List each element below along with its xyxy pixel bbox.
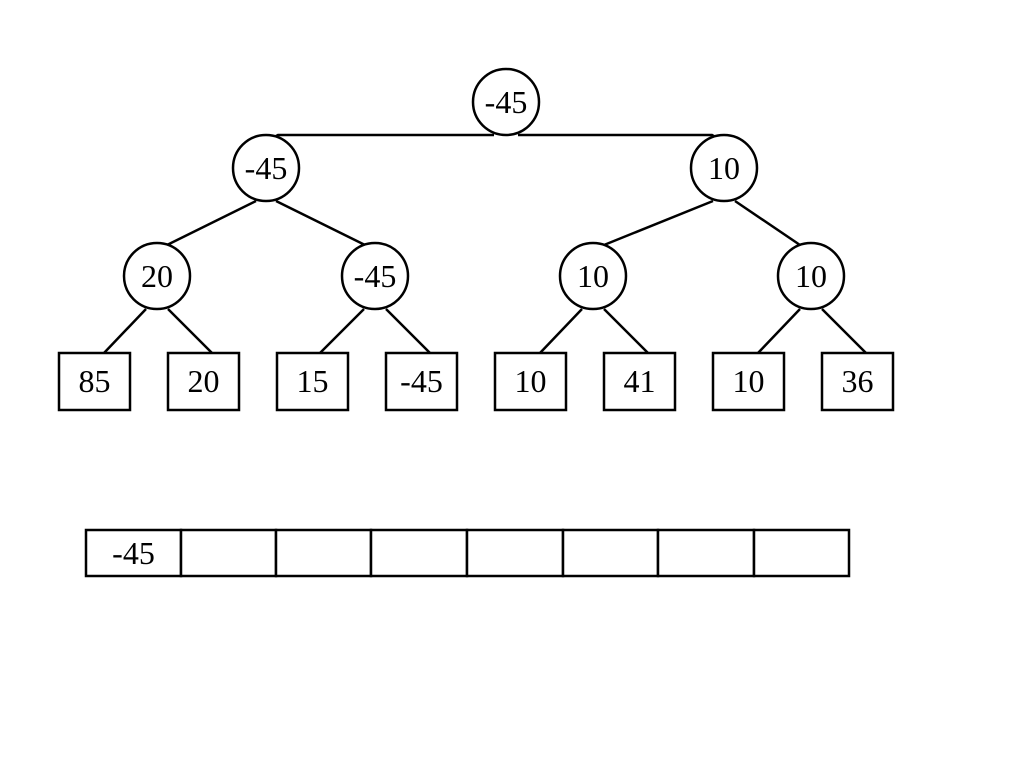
leaf-3: 15 xyxy=(275,351,350,412)
array-cell-6 xyxy=(561,528,660,578)
edge-r1-left xyxy=(603,199,714,247)
edge-n4-leaf4 xyxy=(385,308,431,354)
tree-node-right: 10 xyxy=(689,133,759,203)
node-value: -45 xyxy=(245,150,288,186)
tree-node-left: -45 xyxy=(231,133,301,203)
leaf-value: -45 xyxy=(400,363,443,399)
node-value: 10 xyxy=(795,258,827,294)
edge-root-right xyxy=(518,133,725,144)
array-cell-5 xyxy=(465,528,565,578)
leaf-value: 20 xyxy=(188,363,220,399)
array-cell-7 xyxy=(656,528,756,578)
leaf-value: 10 xyxy=(733,363,765,399)
tree-node-rr: 10 xyxy=(776,241,846,311)
tree-node-rl: 10 xyxy=(558,241,628,311)
array-cell-3 xyxy=(274,528,373,578)
array-cell-4 xyxy=(369,528,469,578)
edge-l1-left xyxy=(166,199,257,247)
leaf-5: 10 xyxy=(493,351,568,412)
leaf-8: 36 xyxy=(820,351,895,412)
edge-l1-right xyxy=(275,199,366,247)
leaf-7: 10 xyxy=(711,351,786,412)
array-cell-value: -45 xyxy=(112,535,155,571)
leaf-2: 20 xyxy=(166,351,241,412)
edge-n4-leaf3 xyxy=(319,308,365,354)
leaf-value: 10 xyxy=(515,363,547,399)
node-value: 10 xyxy=(708,150,740,186)
edge-n5-leaf5 xyxy=(539,308,583,354)
array-cell-1: -45 xyxy=(84,528,183,578)
node-value: 10 xyxy=(577,258,609,294)
leaf-6: 41 xyxy=(602,351,677,412)
edge-root-left xyxy=(264,133,494,144)
leaf-4: -45 xyxy=(384,351,459,412)
leaf-value: 36 xyxy=(842,363,874,399)
leaf-value: 15 xyxy=(297,363,329,399)
edge-r1-right xyxy=(734,199,801,247)
tree-leaves: 85 20 15 -45 10 41 10 36 xyxy=(57,351,895,412)
edge-n5-leaf6 xyxy=(603,308,649,354)
edge-n6-leaf8 xyxy=(821,308,867,354)
tree-internal-nodes: -45 -45 10 20 -45 10 10 xyxy=(122,67,846,311)
leaf-1: 85 xyxy=(57,351,132,412)
array-cell-2 xyxy=(179,528,278,578)
tree-edges xyxy=(103,133,867,354)
array-cell-8 xyxy=(752,528,851,578)
node-value: 20 xyxy=(141,258,173,294)
tree-node-ll: 20 xyxy=(122,241,192,311)
leaf-value: 41 xyxy=(624,363,656,399)
tree-node-root: -45 xyxy=(471,67,541,137)
node-value: -45 xyxy=(485,84,528,120)
edge-n6-leaf7 xyxy=(757,308,801,354)
edge-n3-leaf2 xyxy=(167,308,213,354)
node-value: -45 xyxy=(354,258,397,294)
leaf-value: 85 xyxy=(79,363,111,399)
tree-node-lr: -45 xyxy=(340,241,410,311)
edge-n3-leaf1 xyxy=(103,308,147,354)
array-row: -45 xyxy=(84,528,851,578)
